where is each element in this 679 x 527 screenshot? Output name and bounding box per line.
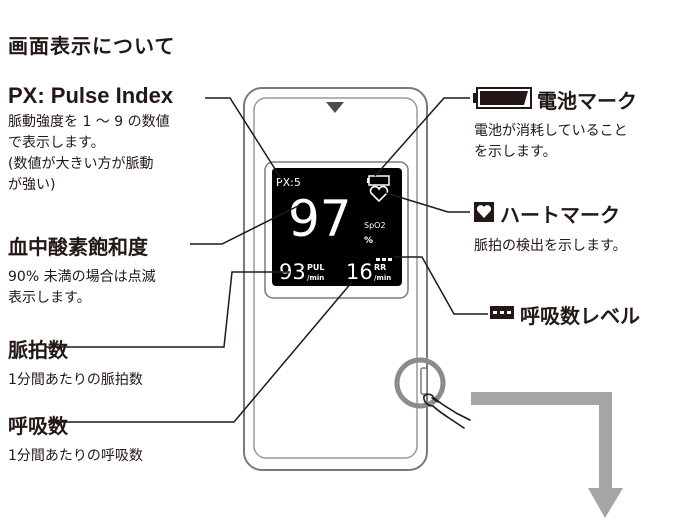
pulse-description: 1分間あたりの脈拍数	[8, 370, 143, 391]
leader-battery	[374, 97, 470, 177]
spo2-description: 90% 未満の場合は点滅 表示します。	[8, 267, 156, 309]
px-desc-line: が強い)	[8, 177, 56, 193]
side-button	[420, 367, 428, 395]
resp-description: 1分間あたりの呼吸数	[8, 446, 143, 467]
resp-title: 呼吸数	[8, 414, 68, 438]
battery-title: 電池マーク	[537, 89, 637, 113]
px-description: 脈動強度を 1 ～ 9 の数値 で表示します。 (数値が大きい方が脈動 が強い)	[8, 112, 170, 196]
pulse-title: 脈拍数	[8, 338, 68, 362]
spo2-desc-line: 表示します。	[8, 290, 91, 306]
page-title: 画面表示について	[8, 34, 176, 58]
down-arrow-icon	[471, 392, 623, 518]
spo2-desc-line: 90% 未満の場合は点滅	[8, 269, 156, 285]
leader-spo2	[190, 204, 301, 245]
px-desc-line: で表示します。	[8, 135, 105, 151]
spo2-title: 血中酸素飽和度	[8, 235, 148, 259]
leader-resp	[48, 281, 353, 423]
pulse-desc-line: 1分間あたりの脈拍数	[8, 372, 143, 388]
rr-unit-bottom: /min	[374, 274, 391, 282]
battery-icon	[473, 87, 532, 109]
respiration-level-display-icon	[376, 258, 392, 261]
rr-value: 16	[346, 260, 373, 284]
leader-px	[205, 97, 283, 181]
resp-desc-line: 1分間あたりの呼吸数	[8, 448, 143, 464]
heart-display-icon	[369, 185, 389, 203]
battery-desc-line: 電池が消耗していること	[474, 123, 628, 139]
display-screen	[272, 168, 402, 286]
rr-unit-top: RR	[374, 263, 386, 272]
triangle-indicator-icon	[326, 102, 344, 113]
spo2-unit-top: SpO2	[364, 221, 386, 230]
leader-heart	[385, 192, 470, 213]
press-highlight-circle	[394, 357, 446, 409]
pulse-unit-top: PUL	[307, 263, 324, 272]
px-desc-line: 脈動強度を 1 ～ 9 の数値	[8, 114, 170, 130]
heart-description: 脈拍の検出を示します。	[474, 236, 627, 257]
heart-icon	[474, 202, 494, 222]
spo2-unit-bottom: %	[364, 236, 373, 246]
px-desc-line: (数値が大きい方が脈動	[8, 156, 154, 172]
leader-pulse	[46, 271, 290, 348]
resp-level-title: 呼吸数レベル	[520, 304, 640, 328]
finger-press-icon	[423, 393, 471, 429]
battery-description: 電池が消耗していること を示します。	[474, 121, 628, 163]
pulse-unit-bottom: /min	[307, 274, 324, 282]
px-title: PX: Pulse Index	[8, 83, 174, 108]
heart-title: ハートマーク	[500, 203, 620, 227]
heart-desc-line: 脈拍の検出を示します。	[474, 238, 627, 254]
spo2-value: 97	[288, 190, 352, 248]
leader-resp-level	[394, 256, 488, 315]
px-readout: PX:5	[276, 176, 301, 189]
leader-lines	[46, 97, 488, 423]
battery-desc-line: を示します。	[474, 144, 557, 160]
battery-display-icon	[367, 175, 390, 186]
respiration-level-icon	[490, 306, 514, 319]
